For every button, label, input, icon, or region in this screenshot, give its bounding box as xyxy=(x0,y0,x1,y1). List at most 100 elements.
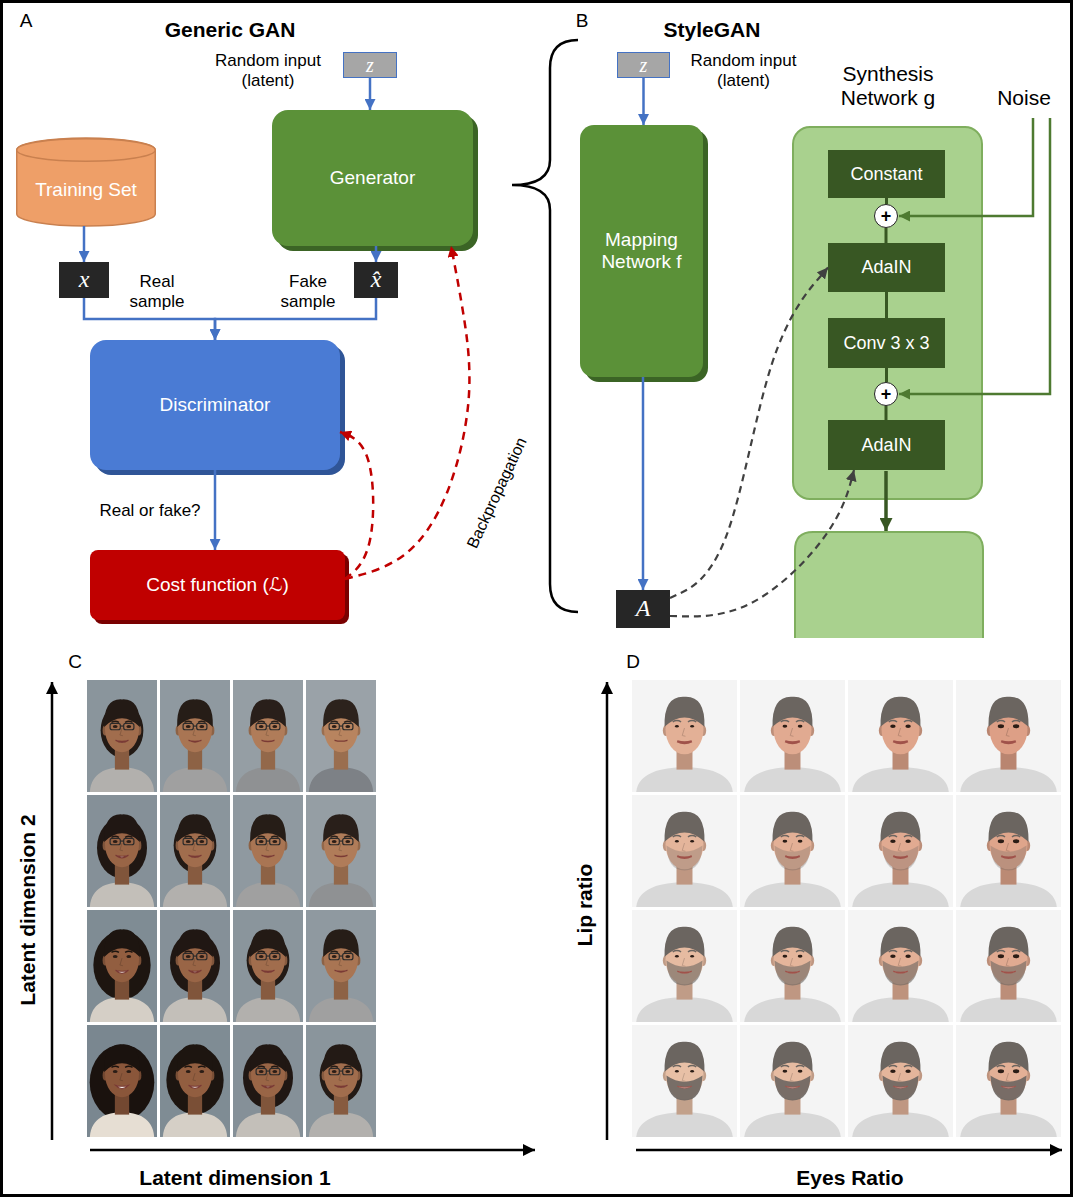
eyebrow xyxy=(198,1066,205,1067)
mouth xyxy=(785,856,799,858)
nose xyxy=(682,843,685,851)
glasses-lens xyxy=(256,953,266,959)
photo-background xyxy=(306,1025,376,1137)
eye xyxy=(890,1070,895,1073)
photo-background xyxy=(848,1025,953,1137)
hair-top xyxy=(881,812,921,842)
axis-arrow xyxy=(606,682,609,1140)
photo-background xyxy=(848,680,953,792)
face-portrait xyxy=(632,1025,737,1137)
photo-background xyxy=(160,680,230,792)
generator-box: Generator xyxy=(272,110,473,246)
flow-arrow xyxy=(369,78,372,110)
glasses-bridge xyxy=(193,955,196,956)
eye xyxy=(905,725,910,728)
nose xyxy=(790,843,793,851)
training-set-cylinder: Training Set xyxy=(16,138,156,226)
box-caption: Random input (latent) xyxy=(202,51,334,91)
face-portrait xyxy=(306,910,376,1022)
style-vector-box: A xyxy=(616,590,670,628)
face-portrait xyxy=(306,795,376,907)
photo-background xyxy=(87,910,157,1022)
eye xyxy=(199,725,204,728)
eye xyxy=(998,1069,1004,1073)
photo-background xyxy=(632,795,737,907)
eyebrow xyxy=(673,721,681,722)
eye xyxy=(272,725,277,728)
nose xyxy=(1006,843,1009,851)
mouth xyxy=(893,1086,907,1088)
eye xyxy=(126,1070,131,1073)
mouth xyxy=(785,1086,799,1088)
eyebrow xyxy=(889,1066,897,1067)
box-label: z xyxy=(366,54,374,77)
eyebrow xyxy=(673,836,681,837)
eye xyxy=(345,955,350,958)
eye xyxy=(345,1070,350,1073)
eye xyxy=(783,725,788,728)
face-portrait xyxy=(956,910,1061,1022)
photo-background xyxy=(632,1025,737,1137)
box-label: Generator xyxy=(330,167,416,189)
mouth xyxy=(189,970,202,973)
eyebrow xyxy=(796,721,804,722)
eye xyxy=(186,725,191,728)
eye xyxy=(1013,724,1019,728)
hair-top xyxy=(665,812,705,842)
photo-background xyxy=(740,910,845,1022)
eyebrow xyxy=(330,951,337,952)
eye xyxy=(126,840,131,843)
glasses-bridge xyxy=(339,725,342,726)
box-label: AdaIN xyxy=(861,435,911,456)
shoulders xyxy=(960,767,1057,792)
mouth xyxy=(335,970,348,972)
eyebrow xyxy=(330,721,337,722)
eyebrow xyxy=(344,721,351,722)
glasses-bridge xyxy=(120,840,123,841)
face-portrait xyxy=(740,1025,845,1137)
shoulders xyxy=(163,882,227,907)
eye xyxy=(675,955,679,957)
eye xyxy=(905,955,910,958)
hair-top xyxy=(104,814,140,842)
hair-top xyxy=(881,1042,921,1072)
eyebrow xyxy=(796,836,804,837)
eye xyxy=(113,1070,118,1073)
axis-label: Eyes Ratio xyxy=(796,1166,903,1190)
beard xyxy=(990,961,1026,986)
hair-top xyxy=(177,699,213,727)
face-portrait xyxy=(956,795,1061,907)
glasses-lens xyxy=(270,723,280,729)
eye xyxy=(186,840,191,843)
eye xyxy=(798,725,803,728)
glasses-lens xyxy=(329,953,339,959)
shoulders xyxy=(90,767,154,792)
eyebrow xyxy=(125,721,132,722)
photo-background xyxy=(848,795,953,907)
eye xyxy=(259,1070,264,1073)
hair-top xyxy=(323,929,359,957)
hair-top xyxy=(773,1042,813,1072)
eyebrow xyxy=(688,721,696,722)
eyebrow xyxy=(796,1066,804,1067)
eye xyxy=(272,955,277,958)
axis-arrow xyxy=(636,1149,1062,1152)
nose xyxy=(1006,1073,1009,1081)
photo-background xyxy=(306,680,376,792)
box-label: Cost function (ℒ) xyxy=(146,574,289,596)
eye xyxy=(998,724,1004,728)
eyebrow xyxy=(688,951,696,952)
glasses-bridge xyxy=(339,840,342,841)
eyebrow xyxy=(257,1066,264,1067)
shoulders xyxy=(852,767,949,792)
eyebrow xyxy=(111,1066,118,1067)
mouth xyxy=(189,855,202,857)
shoulders xyxy=(236,882,300,907)
eyebrow xyxy=(344,951,351,952)
noise-label: Noise xyxy=(997,86,1051,110)
hair-top xyxy=(773,697,813,727)
eye xyxy=(259,955,264,958)
box-label: AdaIN xyxy=(861,257,911,278)
shoulders xyxy=(960,1112,1057,1137)
axis-label: Latent dimension 2 xyxy=(16,814,40,1005)
